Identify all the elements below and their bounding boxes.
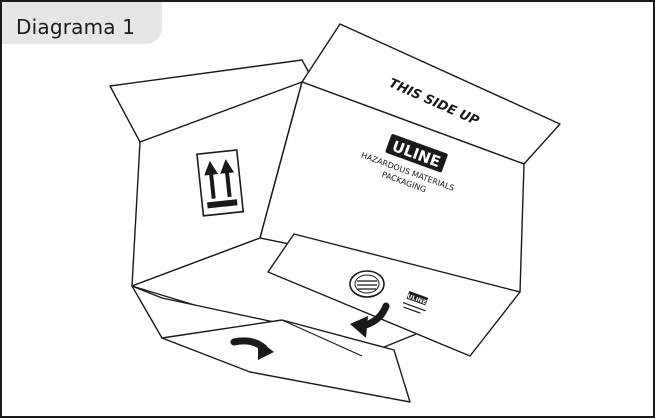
inner-bottom-flap <box>267 233 521 357</box>
fold-line <box>281 319 363 357</box>
fold-line <box>259 81 303 239</box>
this-side-up-arrows-icon <box>196 149 245 217</box>
title-tab: Diagrama 1 <box>2 2 162 44</box>
bottom-large-flap <box>161 319 411 403</box>
diagram-title: Diagrama 1 <box>16 15 136 39</box>
round-seal-icon <box>349 270 385 298</box>
curved-arrow-icon <box>230 337 274 360</box>
curved-arrow-icon <box>350 302 390 338</box>
